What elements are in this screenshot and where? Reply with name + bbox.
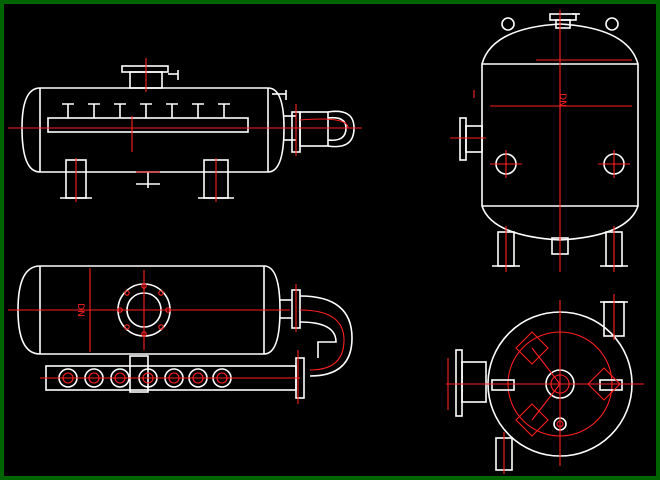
horizontal-tank-front-view bbox=[8, 58, 362, 202]
nozzle-stubs bbox=[62, 103, 230, 118]
vertical-tank-front-view: DN bbox=[450, 10, 639, 272]
dn-label-side: DN bbox=[75, 303, 85, 317]
dn-label-plan: DN bbox=[557, 93, 567, 107]
vertical-tank-top-view bbox=[446, 294, 644, 474]
horizontal-tank-top-view: DN bbox=[8, 265, 353, 404]
